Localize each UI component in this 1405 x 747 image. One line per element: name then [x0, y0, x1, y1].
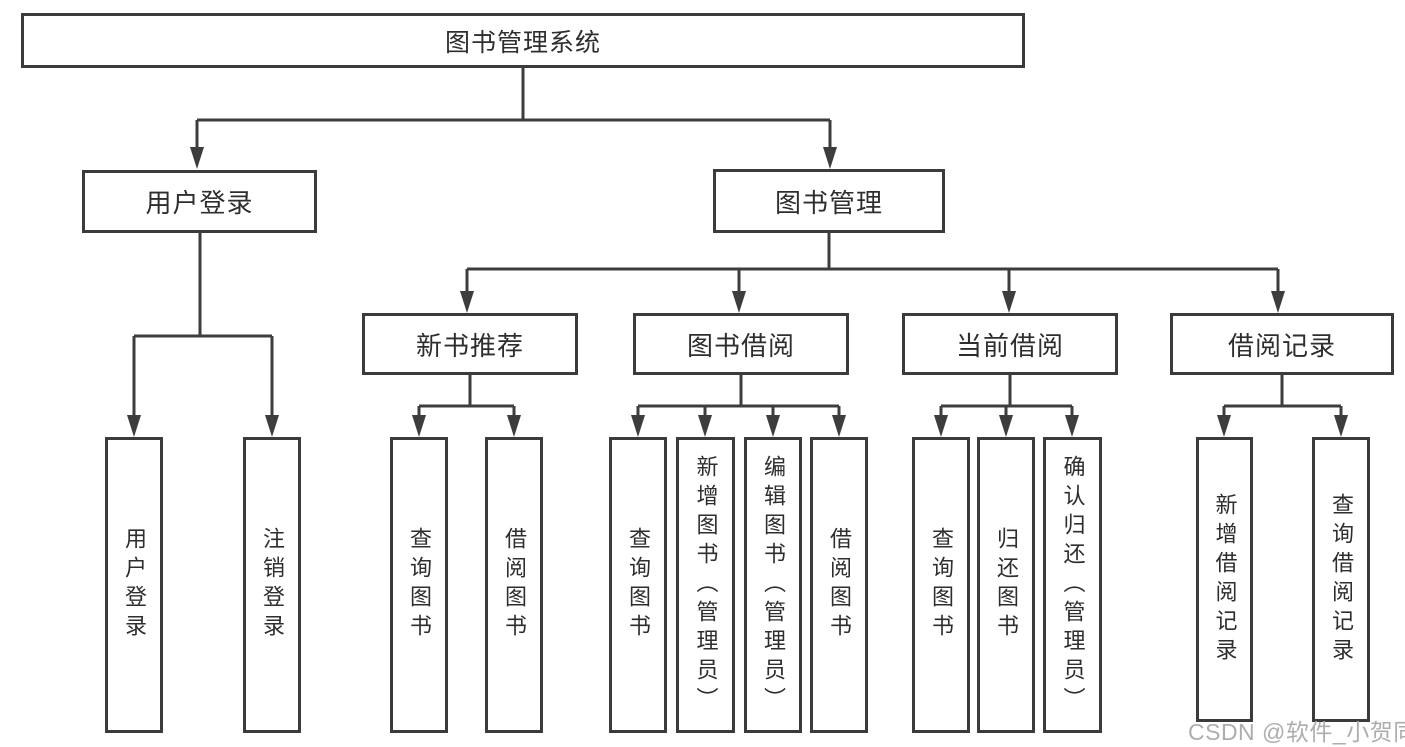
leaf-user-login-label: 用户登录	[122, 527, 147, 643]
node-book-borrow: 图书借阅	[633, 313, 849, 375]
leaf-confirm-return: 确认归还（管理员）	[1043, 437, 1102, 733]
leaf-edit-book-label: 编辑图书（管理员）	[761, 454, 786, 716]
leaf-logout: 注销登录	[243, 437, 301, 733]
node-root: 图书管理系统	[21, 13, 1025, 68]
connector-new-book-rec-to-leaves	[412, 375, 521, 437]
leaf-borrow-book: 借阅图书	[810, 437, 868, 733]
connector-borrow-record-to-leaves	[1217, 375, 1348, 437]
node-borrow-record: 借阅记录	[1170, 313, 1394, 375]
leaf-borrow-book-rec-label: 借阅图书	[502, 527, 527, 643]
leaf-logout-label: 注销登录	[260, 527, 285, 643]
leaf-query-borrow-record-label: 查询借阅记录	[1329, 492, 1354, 667]
leaf-query-book-rec-label: 查询图书	[407, 527, 432, 643]
csdn-watermark: CSDN @软件_小贺同学	[1188, 719, 1405, 745]
connector-book-borrow-to-leaves	[631, 375, 846, 437]
connector-current-borrow-to-leaves	[934, 375, 1079, 437]
leaf-add-book: 新增图书（管理员）	[676, 437, 735, 733]
leaf-user-login: 用户登录	[105, 437, 163, 733]
leaf-query-borrow-record: 查询借阅记录	[1312, 437, 1370, 722]
leaf-add-borrow-record-label: 新增借阅记录	[1212, 492, 1238, 667]
connector-root-to-level2	[190, 68, 837, 169]
node-new-book-rec: 新书推荐	[362, 313, 578, 375]
leaf-edit-book: 编辑图书（管理员）	[744, 437, 802, 733]
leaf-add-book-label: 新增图书（管理员）	[693, 454, 719, 716]
node-book-mgmt: 图书管理	[713, 169, 945, 233]
leaf-confirm-return-label: 确认归还（管理员）	[1060, 454, 1086, 716]
leaf-query-book-borrow: 查询图书	[609, 437, 667, 733]
leaf-add-borrow-record: 新增借阅记录	[1196, 437, 1253, 722]
leaf-query-book-borrow-label: 查询图书	[626, 527, 651, 643]
connector-user-login-to-leaves	[127, 233, 279, 437]
leaf-query-book-current: 查询图书	[912, 437, 970, 733]
leaf-return-book-label: 归还图书	[994, 527, 1019, 643]
node-current-borrow: 当前借阅	[902, 313, 1118, 375]
leaf-query-book-current-label: 查询图书	[929, 527, 954, 643]
leaf-query-book-rec: 查询图书	[390, 437, 448, 733]
leaf-return-book: 归还图书	[977, 437, 1035, 733]
leaf-borrow-book-rec: 借阅图书	[485, 437, 543, 733]
connector-book-mgmt-to-level3	[460, 233, 1285, 313]
node-user-login: 用户登录	[82, 170, 317, 233]
leaf-borrow-book-label: 借阅图书	[827, 527, 852, 643]
